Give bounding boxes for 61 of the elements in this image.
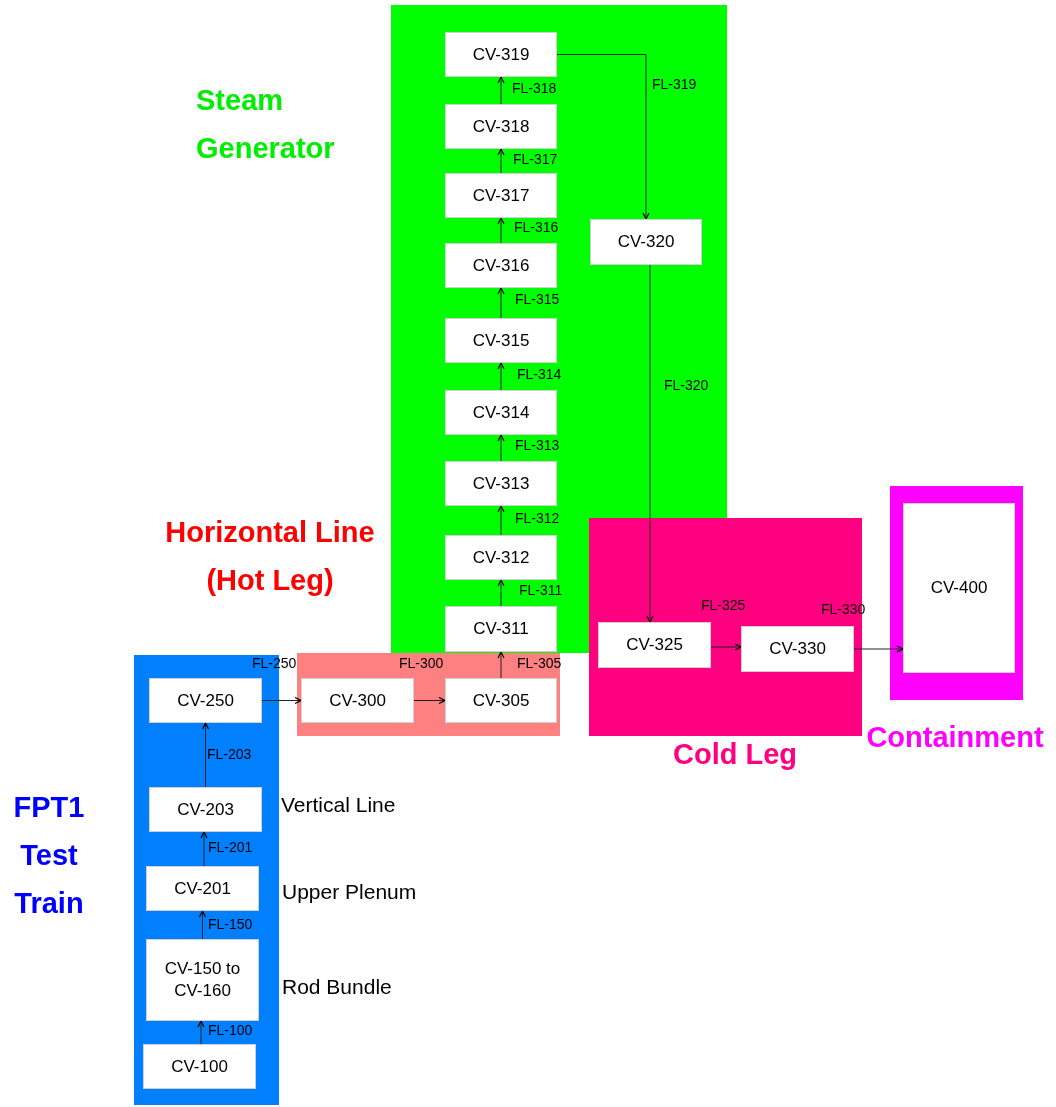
control-volume-box: CV-100 bbox=[143, 1044, 256, 1089]
control-volume-box: CV-400 bbox=[903, 503, 1015, 673]
control-volume-box: CV-300 bbox=[301, 678, 414, 723]
flow-arrow bbox=[198, 910, 207, 940]
flow-arrow bbox=[556, 54, 650, 220]
part-label: Vertical Line bbox=[281, 793, 396, 817]
flow-arrow bbox=[497, 505, 505, 536]
flow-arrow bbox=[200, 831, 208, 867]
control-volume-box: CV-317 bbox=[445, 173, 557, 218]
region-heading: Containment bbox=[865, 720, 1045, 755]
edge-label: FL-305 bbox=[517, 655, 562, 671]
edge-label: FL-311 bbox=[519, 582, 563, 598]
edge-label: FL-319 bbox=[652, 76, 697, 92]
control-volume-box: CV-315 bbox=[445, 318, 557, 363]
control-volume-box: CV-250 bbox=[149, 678, 262, 723]
flow-arrow bbox=[201, 722, 210, 788]
edge-label: FL-201 bbox=[208, 839, 253, 855]
edge-label: FL-100 bbox=[208, 1022, 253, 1038]
part-label: Upper Plenum bbox=[282, 880, 417, 904]
control-volume-box: CV-325 bbox=[598, 622, 711, 668]
region-heading: Cold Leg bbox=[671, 737, 798, 772]
edge-label: FL-312 bbox=[515, 510, 560, 526]
flow-arrow bbox=[497, 651, 505, 679]
region-heading: FPT1 Test Train bbox=[12, 790, 86, 921]
edge-label: FL-300 bbox=[399, 655, 444, 671]
flow-arrow bbox=[197, 1020, 205, 1045]
region-heading: Horizontal Line (Hot Leg) bbox=[164, 515, 376, 598]
edge-label: FL-203 bbox=[207, 746, 252, 762]
edge-label: FL-313 bbox=[515, 437, 560, 453]
edge-label: FL-318 bbox=[512, 80, 557, 96]
flow-arrow bbox=[853, 645, 904, 653]
flow-arrow bbox=[497, 362, 505, 391]
flow-arrow bbox=[413, 696, 446, 705]
control-volume-box: CV-330 bbox=[741, 626, 854, 672]
flow-arrow bbox=[497, 434, 505, 462]
control-volume-box: CV-320 bbox=[590, 219, 702, 265]
flow-arrow bbox=[497, 287, 505, 319]
region-heading: Steam Generator bbox=[196, 83, 336, 166]
control-volume-box: CV-316 bbox=[445, 243, 557, 288]
edge-label: FL-320 bbox=[664, 377, 709, 393]
flow-arrow bbox=[710, 643, 742, 651]
edge-label: FL-150 bbox=[208, 916, 253, 932]
edge-label: FL-314 bbox=[517, 366, 562, 382]
part-label: Rod Bundle bbox=[282, 975, 392, 999]
control-volume-box: CV-319 bbox=[445, 32, 557, 77]
flow-arrow bbox=[497, 579, 505, 607]
flow-arrow bbox=[497, 76, 505, 105]
edge-label: FL-315 bbox=[515, 291, 560, 307]
control-volume-box: CV-311 bbox=[445, 606, 557, 652]
flow-arrow bbox=[497, 217, 505, 244]
control-volume-box: CV-305 bbox=[445, 678, 557, 723]
edge-label: FL-317 bbox=[513, 151, 558, 167]
control-volume-box: CV-313 bbox=[445, 461, 557, 506]
edge-label: FL-325 bbox=[701, 597, 746, 613]
flow-arrow bbox=[646, 264, 654, 623]
edge-label: FL-316 bbox=[514, 219, 559, 235]
control-volume-box: CV-318 bbox=[445, 104, 557, 149]
control-volume-box: CV-314 bbox=[445, 390, 557, 435]
flow-arrow bbox=[497, 148, 505, 174]
flow-arrow bbox=[261, 696, 302, 705]
control-volume-box: CV-312 bbox=[445, 535, 557, 580]
